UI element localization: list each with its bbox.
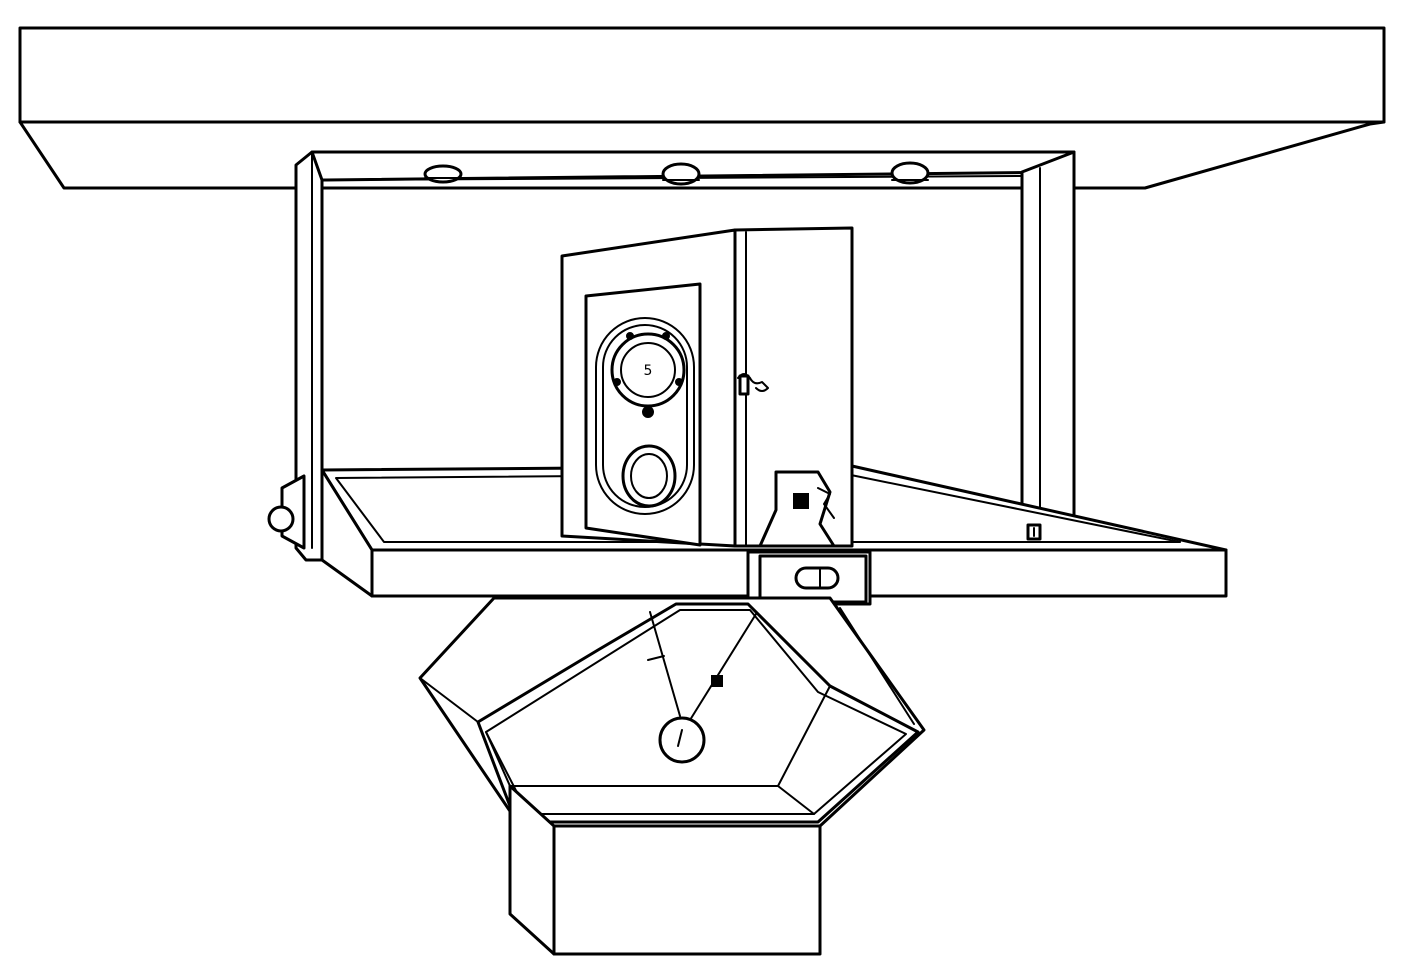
dial-bottom — [621, 444, 677, 508]
hexagonal-hopper — [418, 596, 926, 828]
pivot-knob — [267, 474, 306, 550]
fastener-middle — [661, 162, 701, 186]
bottom-box — [508, 784, 822, 956]
tray-buckle — [746, 550, 872, 606]
pendulum — [647, 611, 757, 764]
fastener-left — [423, 164, 463, 184]
gauge-housing: 5 — [560, 226, 854, 548]
dial-top-label: 5 — [644, 363, 653, 379]
latch-hook — [737, 373, 769, 396]
mounting-bracket — [267, 150, 1076, 562]
clamp-bracket — [758, 470, 836, 548]
fastener-right — [890, 161, 930, 185]
dial-top: 5 — [610, 332, 686, 418]
